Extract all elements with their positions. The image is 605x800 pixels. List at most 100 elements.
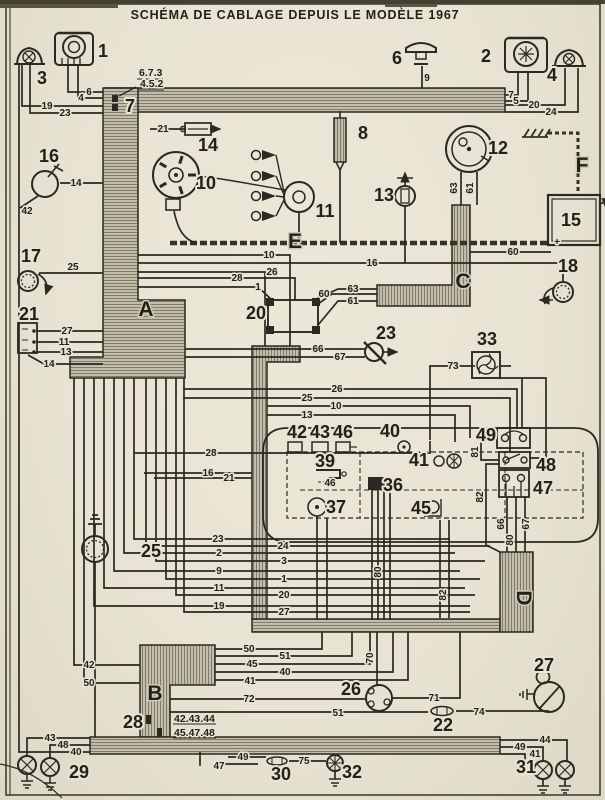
harness-section-labels: A B C D E F bbox=[137, 153, 590, 707]
wire-label-28: 28 bbox=[231, 273, 243, 284]
wire-label-63: 63 bbox=[449, 182, 460, 194]
wire-label-13: 13 bbox=[60, 347, 72, 358]
fan-33 bbox=[471, 351, 501, 379]
harness-label-D: D bbox=[512, 590, 535, 605]
component-label-28: 28 bbox=[123, 712, 143, 732]
wire-label-48: 48 bbox=[57, 740, 69, 751]
component-label-22: 22 bbox=[433, 715, 453, 735]
wire-label-+: + bbox=[554, 237, 560, 248]
component-label-18: 18 bbox=[558, 256, 578, 276]
wire-label-9: 9 bbox=[424, 73, 430, 84]
fuse-30 bbox=[266, 756, 288, 766]
wire-label-73: 73 bbox=[447, 361, 459, 372]
wire-label-4: 4 bbox=[78, 93, 84, 104]
relay-48 bbox=[498, 451, 531, 469]
spark-plugs bbox=[250, 149, 285, 222]
distributor-10 bbox=[152, 151, 200, 211]
ground-hatch-f bbox=[522, 128, 551, 138]
component-label-14: 14 bbox=[198, 135, 218, 155]
wire-label-51: 51 bbox=[332, 708, 344, 719]
component-label-6: 6 bbox=[392, 48, 402, 68]
wire-label-21: 21 bbox=[223, 473, 235, 484]
sender-8-detail bbox=[335, 111, 345, 172]
parking-lamp-3 bbox=[14, 46, 45, 65]
harness-c bbox=[376, 204, 471, 307]
note-label-42.43.44: 42.43.44 bbox=[174, 713, 215, 725]
harness-d bbox=[499, 551, 534, 633]
wire-label-1: 1 bbox=[255, 282, 261, 293]
regulator-20 bbox=[266, 298, 320, 334]
wire-label-19: 19 bbox=[213, 601, 225, 612]
note-label-4.5.2: 4.5.2 bbox=[140, 78, 164, 90]
component-label-11: 11 bbox=[315, 201, 334, 221]
harness-label-E: E bbox=[288, 230, 302, 253]
wire-label-74: 74 bbox=[473, 707, 485, 718]
wire-label-40: 40 bbox=[70, 747, 82, 758]
wire-label-75: 75 bbox=[298, 756, 310, 767]
wire-label-26: 26 bbox=[266, 267, 278, 278]
harness-bars bbox=[69, 87, 534, 755]
wire-label-43: 43 bbox=[44, 733, 56, 744]
harness-mid-horizontal bbox=[251, 618, 501, 633]
wire-label-42: 42 bbox=[83, 660, 95, 671]
harness-label-F: F bbox=[576, 154, 589, 177]
component-label-17: 17 bbox=[21, 246, 41, 266]
harness-label-C: C bbox=[455, 270, 470, 293]
component-label-13: 13 bbox=[374, 185, 394, 205]
component-label-33: 33 bbox=[477, 329, 497, 349]
wire-label-41: 41 bbox=[244, 676, 256, 687]
horn-button-6 bbox=[405, 42, 437, 65]
wire-label-40: 40 bbox=[279, 667, 291, 678]
component-label-12: 12 bbox=[488, 138, 508, 158]
lamp-32 bbox=[326, 754, 344, 787]
ignition-switch-23 bbox=[363, 341, 399, 365]
wires-stack bbox=[73, 378, 490, 737]
wire-label-28: 28 bbox=[205, 448, 217, 459]
wire-label-81: 81 bbox=[470, 446, 481, 458]
component-label-45: 45 bbox=[411, 498, 431, 518]
wires-cluster-verticals bbox=[316, 490, 526, 620]
wire-label-67: 67 bbox=[521, 518, 532, 530]
component-label-29: 29 bbox=[69, 762, 89, 782]
component-label-41: 41 bbox=[409, 450, 429, 470]
wire-label-60: 60 bbox=[507, 247, 519, 258]
component-label-4: 4 bbox=[547, 65, 557, 85]
relay-49 bbox=[496, 427, 531, 449]
wire-label-11: 11 bbox=[214, 583, 225, 594]
fuse-14 bbox=[179, 122, 222, 136]
wire-label-61: 61 bbox=[347, 296, 359, 307]
note-pointer bbox=[118, 86, 137, 97]
harness-a bbox=[69, 87, 186, 379]
wire-label-19: 19 bbox=[41, 101, 53, 112]
ground-straps bbox=[170, 128, 580, 246]
wire-label-44: 44 bbox=[539, 735, 551, 746]
wire-label-23: 23 bbox=[212, 534, 224, 545]
wire-label-80: 80 bbox=[505, 534, 516, 546]
wire-label-5: 5 bbox=[513, 96, 519, 107]
wire-label-70: 70 bbox=[365, 652, 376, 664]
wire-label-14: 14 bbox=[70, 178, 82, 189]
component-label-15: 15 bbox=[561, 210, 581, 230]
component-label-39: 39 bbox=[315, 451, 335, 471]
regulator-13 bbox=[395, 173, 415, 207]
wire-label-80: 80 bbox=[373, 566, 384, 578]
harness-label-A: A bbox=[138, 298, 153, 321]
note-label-6.7.3: 6.7.3 bbox=[139, 67, 163, 79]
wire-label-67: 67 bbox=[334, 352, 346, 363]
dynamo-12 bbox=[445, 125, 493, 173]
component-label-43: 43 bbox=[310, 422, 330, 442]
lamps-31 bbox=[533, 760, 575, 794]
harness-label-B: B bbox=[147, 682, 162, 705]
component-label-49: 49 bbox=[476, 425, 496, 445]
component-label-26: 26 bbox=[341, 679, 361, 699]
component-label-1: 1 bbox=[98, 41, 108, 61]
wire-label-6: 6 bbox=[86, 87, 92, 98]
component-label-3: 3 bbox=[37, 68, 47, 88]
component-label-37: 37 bbox=[326, 497, 346, 517]
component-label-27: 27 bbox=[534, 655, 554, 675]
wire-label-50: 50 bbox=[243, 644, 255, 655]
